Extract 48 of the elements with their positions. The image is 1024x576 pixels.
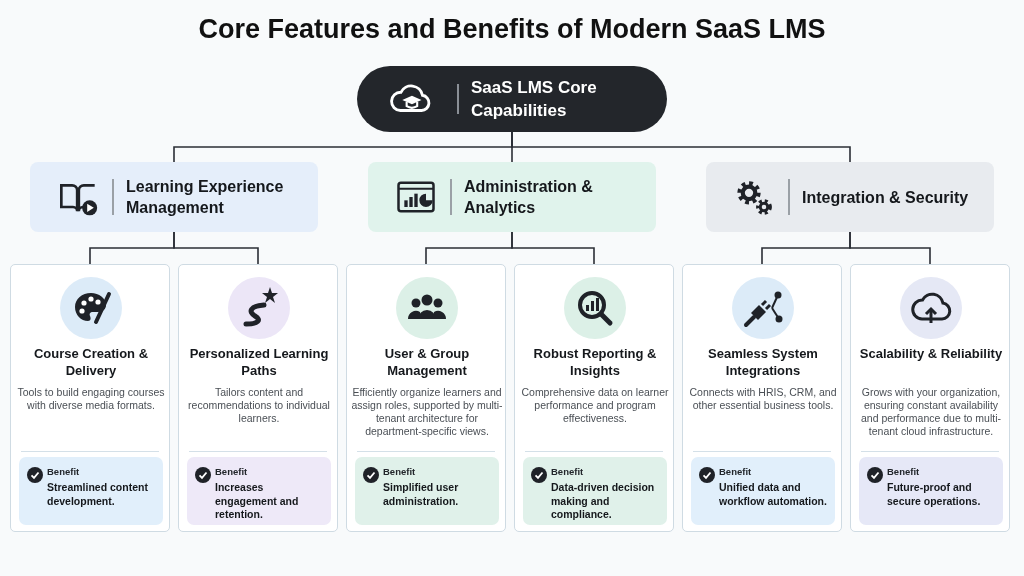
benefit-label: Benefit — [383, 466, 416, 477]
card-heading: Seamless System Integrations — [707, 345, 819, 379]
diagram-title: Core Features and Benefits of Modern SaaS LMS — [198, 14, 826, 45]
benefit-label: Benefit — [551, 466, 584, 477]
benefit-label: Benefit — [719, 466, 752, 477]
feature-card — [178, 264, 338, 532]
card-description: Comprehensive data on learner performance and program effectiveness. — [520, 386, 670, 425]
benefit-box — [859, 457, 1003, 525]
benefit-box — [187, 457, 331, 525]
node-title: Administration & Analytics — [464, 177, 594, 218]
card-description: Tools to build engaging courses with diverse media formats. — [16, 386, 166, 412]
feature-card — [514, 264, 674, 532]
benefit-text: Streamlined content development. — [47, 481, 149, 508]
card-heading: Personalized Learning Paths — [188, 345, 330, 379]
card-heading: Course Creation & Delivery — [32, 345, 150, 379]
benefit-box — [355, 457, 499, 525]
benefit-text: Increases engagement and retention. — [215, 481, 300, 522]
benefit-text: Simplified user administration. — [383, 481, 460, 508]
category-box — [30, 162, 318, 232]
node-title: SaaS LMS Core Capabilities — [471, 77, 598, 122]
feature-card — [10, 264, 170, 532]
connector-line — [849, 231, 931, 265]
benefit-text: Data-driven decision making and compliance. — [551, 481, 656, 522]
connector-line — [511, 231, 595, 265]
benefit-label: Benefit — [47, 466, 80, 477]
card-heading: Scalability & Reliability — [858, 345, 1004, 362]
benefit-text: Unified data and workflow automation. — [719, 481, 828, 508]
connector-line — [173, 231, 259, 265]
benefit-text: Future-proof and secure operations. — [887, 481, 982, 508]
benefit-label: Benefit — [215, 466, 248, 477]
category-box — [706, 162, 994, 232]
connector-line — [511, 131, 851, 163]
card-heading: User & Group Management — [383, 345, 471, 379]
card-description: Tailors content and recommendations to individual learners. — [187, 386, 331, 425]
feature-card — [682, 264, 842, 532]
node-title: Integration & Security — [802, 187, 970, 208]
card-description: Efficiently organize learners and assign roles, supported by multi-tenant architecture for department-specific views. — [351, 386, 503, 438]
card-description: Grows with your organization, ensuring constant availability and performance due to multi-tenant cloud infrastructure. — [859, 386, 1003, 438]
feature-card — [346, 264, 506, 532]
feature-card — [850, 264, 1010, 532]
benefit-box — [19, 457, 163, 525]
card-description: Connects with HRIS, CRM, and other essential business tools. — [688, 386, 838, 412]
benefit-label: Benefit — [887, 466, 920, 477]
benefit-box — [523, 457, 667, 525]
benefit-box — [691, 457, 835, 525]
card-heading: Robust Reporting & Insights — [532, 345, 658, 379]
category-box — [368, 162, 656, 232]
node-title: Learning Experience Management — [126, 177, 285, 218]
